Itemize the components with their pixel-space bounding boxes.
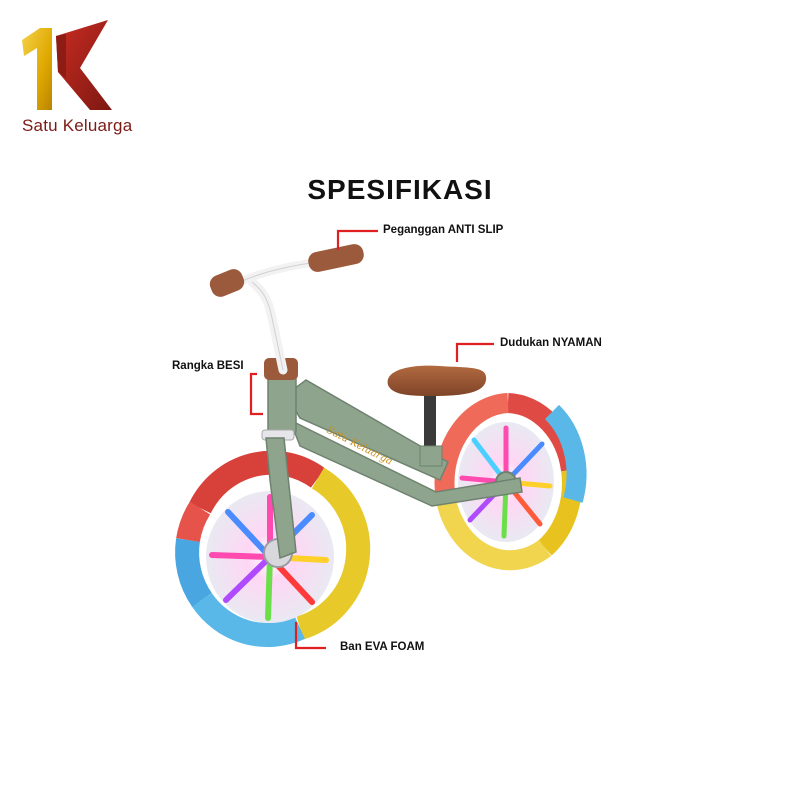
callout-handlebar-label: Peganggan ANTI SLIP (383, 224, 504, 236)
callout-lines (249, 229, 494, 650)
bike-seat (387, 365, 487, 396)
brand-logo-mark (22, 20, 112, 110)
callout-tire-label: Ban EVA FOAM (340, 641, 425, 653)
brand-logo: Satu Keluarga (20, 18, 133, 138)
bike-handlebar (209, 244, 364, 375)
front-wheel (175, 450, 371, 647)
brand-name: Satu Keluarga (22, 116, 133, 135)
right-grip (308, 244, 364, 272)
page-title: SPESIFIKASI (307, 174, 493, 205)
bike-frame: Satu Keluarga (261, 358, 523, 560)
callout-seat-label: Dudukan NYAMAN (500, 337, 602, 349)
left-grip (209, 269, 245, 297)
callout-frame-label: Rangka BESI (172, 360, 244, 372)
